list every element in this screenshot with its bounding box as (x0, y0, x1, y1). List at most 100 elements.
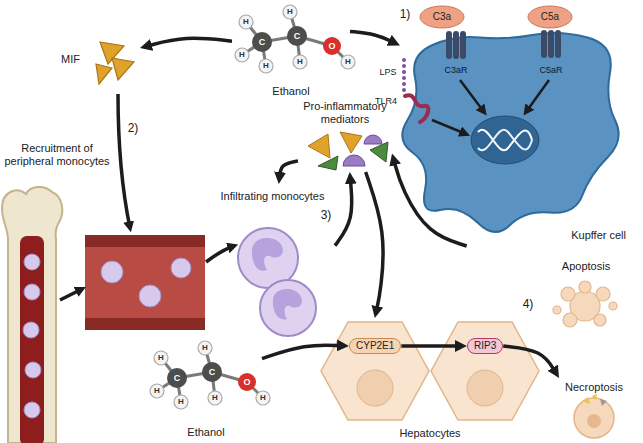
atom-symbol: H (263, 62, 269, 70)
atom-symbol: H (212, 394, 218, 402)
atom-symbol: H (345, 58, 351, 66)
node-text: RIP3 (474, 340, 496, 352)
callout-number: 1) (400, 8, 411, 20)
kupffer-cell-drawing (402, 76, 406, 80)
ethanol-molecule (323, 37, 341, 55)
node-text: Recruitment of peripheral monocytes (2, 142, 112, 168)
necroptotic-cell (592, 394, 597, 400)
necroptotic-cell (600, 399, 607, 406)
apoptotic-cell (553, 306, 561, 314)
cell-death-label: Necroptosis (548, 378, 640, 442)
atom-symbol: H (260, 394, 266, 402)
atom-symbol: O (243, 378, 250, 387)
node-text: Apoptosis (562, 260, 610, 273)
blood-vessel (85, 235, 205, 330)
kupffer-cell-drawing (402, 6, 619, 232)
atom-symbol: H (178, 398, 184, 406)
necroptotic-cell (574, 398, 614, 438)
apoptotic-cell (561, 287, 575, 301)
callout-number: 3) (321, 209, 332, 221)
necroptotic-cell (574, 394, 614, 438)
ethanol-molecule (259, 59, 273, 73)
node-text: MIF (61, 53, 80, 66)
kupffer-cell-drawing (402, 70, 406, 74)
monocyte-cells (260, 280, 316, 336)
necroptotic-cell (587, 414, 601, 428)
kupffer-cell-drawing (402, 82, 406, 86)
kinase-pill: RIP3 (467, 338, 503, 354)
necroptotic-cell (582, 397, 590, 404)
kupffer-cell-drawing (526, 80, 549, 112)
pathway-arrow (118, 94, 130, 228)
cell-label: Kupffer cell (400, 28, 630, 246)
apoptotic-cell (553, 281, 617, 327)
pathway-arrow (60, 289, 82, 300)
kupffer-cell-drawing (402, 64, 406, 68)
node-text: Ethanol (272, 85, 309, 98)
apoptotic-cell (594, 314, 606, 326)
pathway-arrow (394, 160, 467, 246)
ethanol-molecule (239, 15, 253, 29)
pathway-arrow (366, 172, 383, 311)
kupffer-cell-drawing (402, 88, 406, 92)
hepatocyte-cells (357, 370, 393, 406)
atom-symbol: H (154, 387, 160, 395)
kupffer-cell-drawing (478, 130, 532, 151)
atom-symbol: H (202, 344, 208, 352)
kupffer-cell-drawing (555, 30, 561, 58)
blood-vessel (171, 258, 191, 278)
atom-symbol: H (297, 58, 303, 66)
callout-number: 2) (128, 122, 139, 134)
pathway-arrow (60, 94, 234, 300)
apoptotic-cell (579, 281, 591, 293)
pathway-arrow (335, 179, 352, 246)
protein-label: MIF (55, 30, 140, 90)
blood-vessel (101, 261, 123, 283)
kupffer-cell-drawing (402, 58, 406, 92)
cell-death-label: Apoptosis (540, 258, 632, 330)
apoptotic-cell (563, 313, 577, 327)
ligand-label: C3a (433, 12, 451, 22)
kupffer-cell-drawing (432, 120, 466, 134)
mif-protein (112, 58, 134, 80)
apoptotic-cell (596, 287, 610, 301)
atom-symbol: C (294, 32, 301, 41)
monocyte-cells (252, 238, 283, 271)
bone-drawing (2, 187, 62, 443)
ethanol-molecule (283, 5, 297, 19)
receptor-label: TLR4 (375, 97, 397, 106)
node-text: Infiltrating monocytes (221, 190, 325, 203)
ethanol-molecule (341, 55, 355, 69)
receptor-label: C3aR (444, 66, 467, 75)
atom-symbol: C (209, 368, 216, 377)
ethanol-molecule (252, 32, 272, 52)
bone-drawing (20, 236, 44, 443)
ethanol-molecule (235, 5, 355, 73)
kupffer-cell-drawing (402, 58, 406, 62)
molecule-label: Ethanol (232, 2, 350, 100)
atom-symbol: H (158, 354, 164, 362)
kupffer-cell-drawing (420, 6, 464, 28)
atom-symbol: H (287, 8, 293, 16)
atom-symbol: C (259, 38, 266, 47)
kupffer-cell-drawing (541, 30, 547, 58)
kupffer-cell-drawing (460, 31, 466, 59)
node-text: Ethanol (187, 426, 224, 439)
process-label: Recruitment of peripheral monocytes (2, 140, 112, 443)
pathway-arrow (262, 345, 342, 358)
atom-symbol: O (328, 42, 335, 51)
pathway-arrow (280, 161, 298, 177)
hepatocyte-cells (321, 322, 539, 420)
node-text: Hepatocytes (399, 427, 460, 440)
callout-number: 4) (523, 298, 534, 310)
node-text: Kupffer cell (571, 229, 626, 242)
bone-drawing (24, 254, 40, 270)
pathway-arrow (350, 31, 394, 42)
ethanol-molecule (287, 26, 307, 46)
kupffer-cell-drawing (402, 33, 618, 232)
mediator-label: Pro-inflammatory mediators (298, 98, 392, 172)
blood-vessel (85, 247, 205, 318)
kupffer-cell-drawing (405, 95, 428, 122)
ethanol-molecule (235, 5, 355, 73)
atom-symbol: H (239, 51, 245, 59)
